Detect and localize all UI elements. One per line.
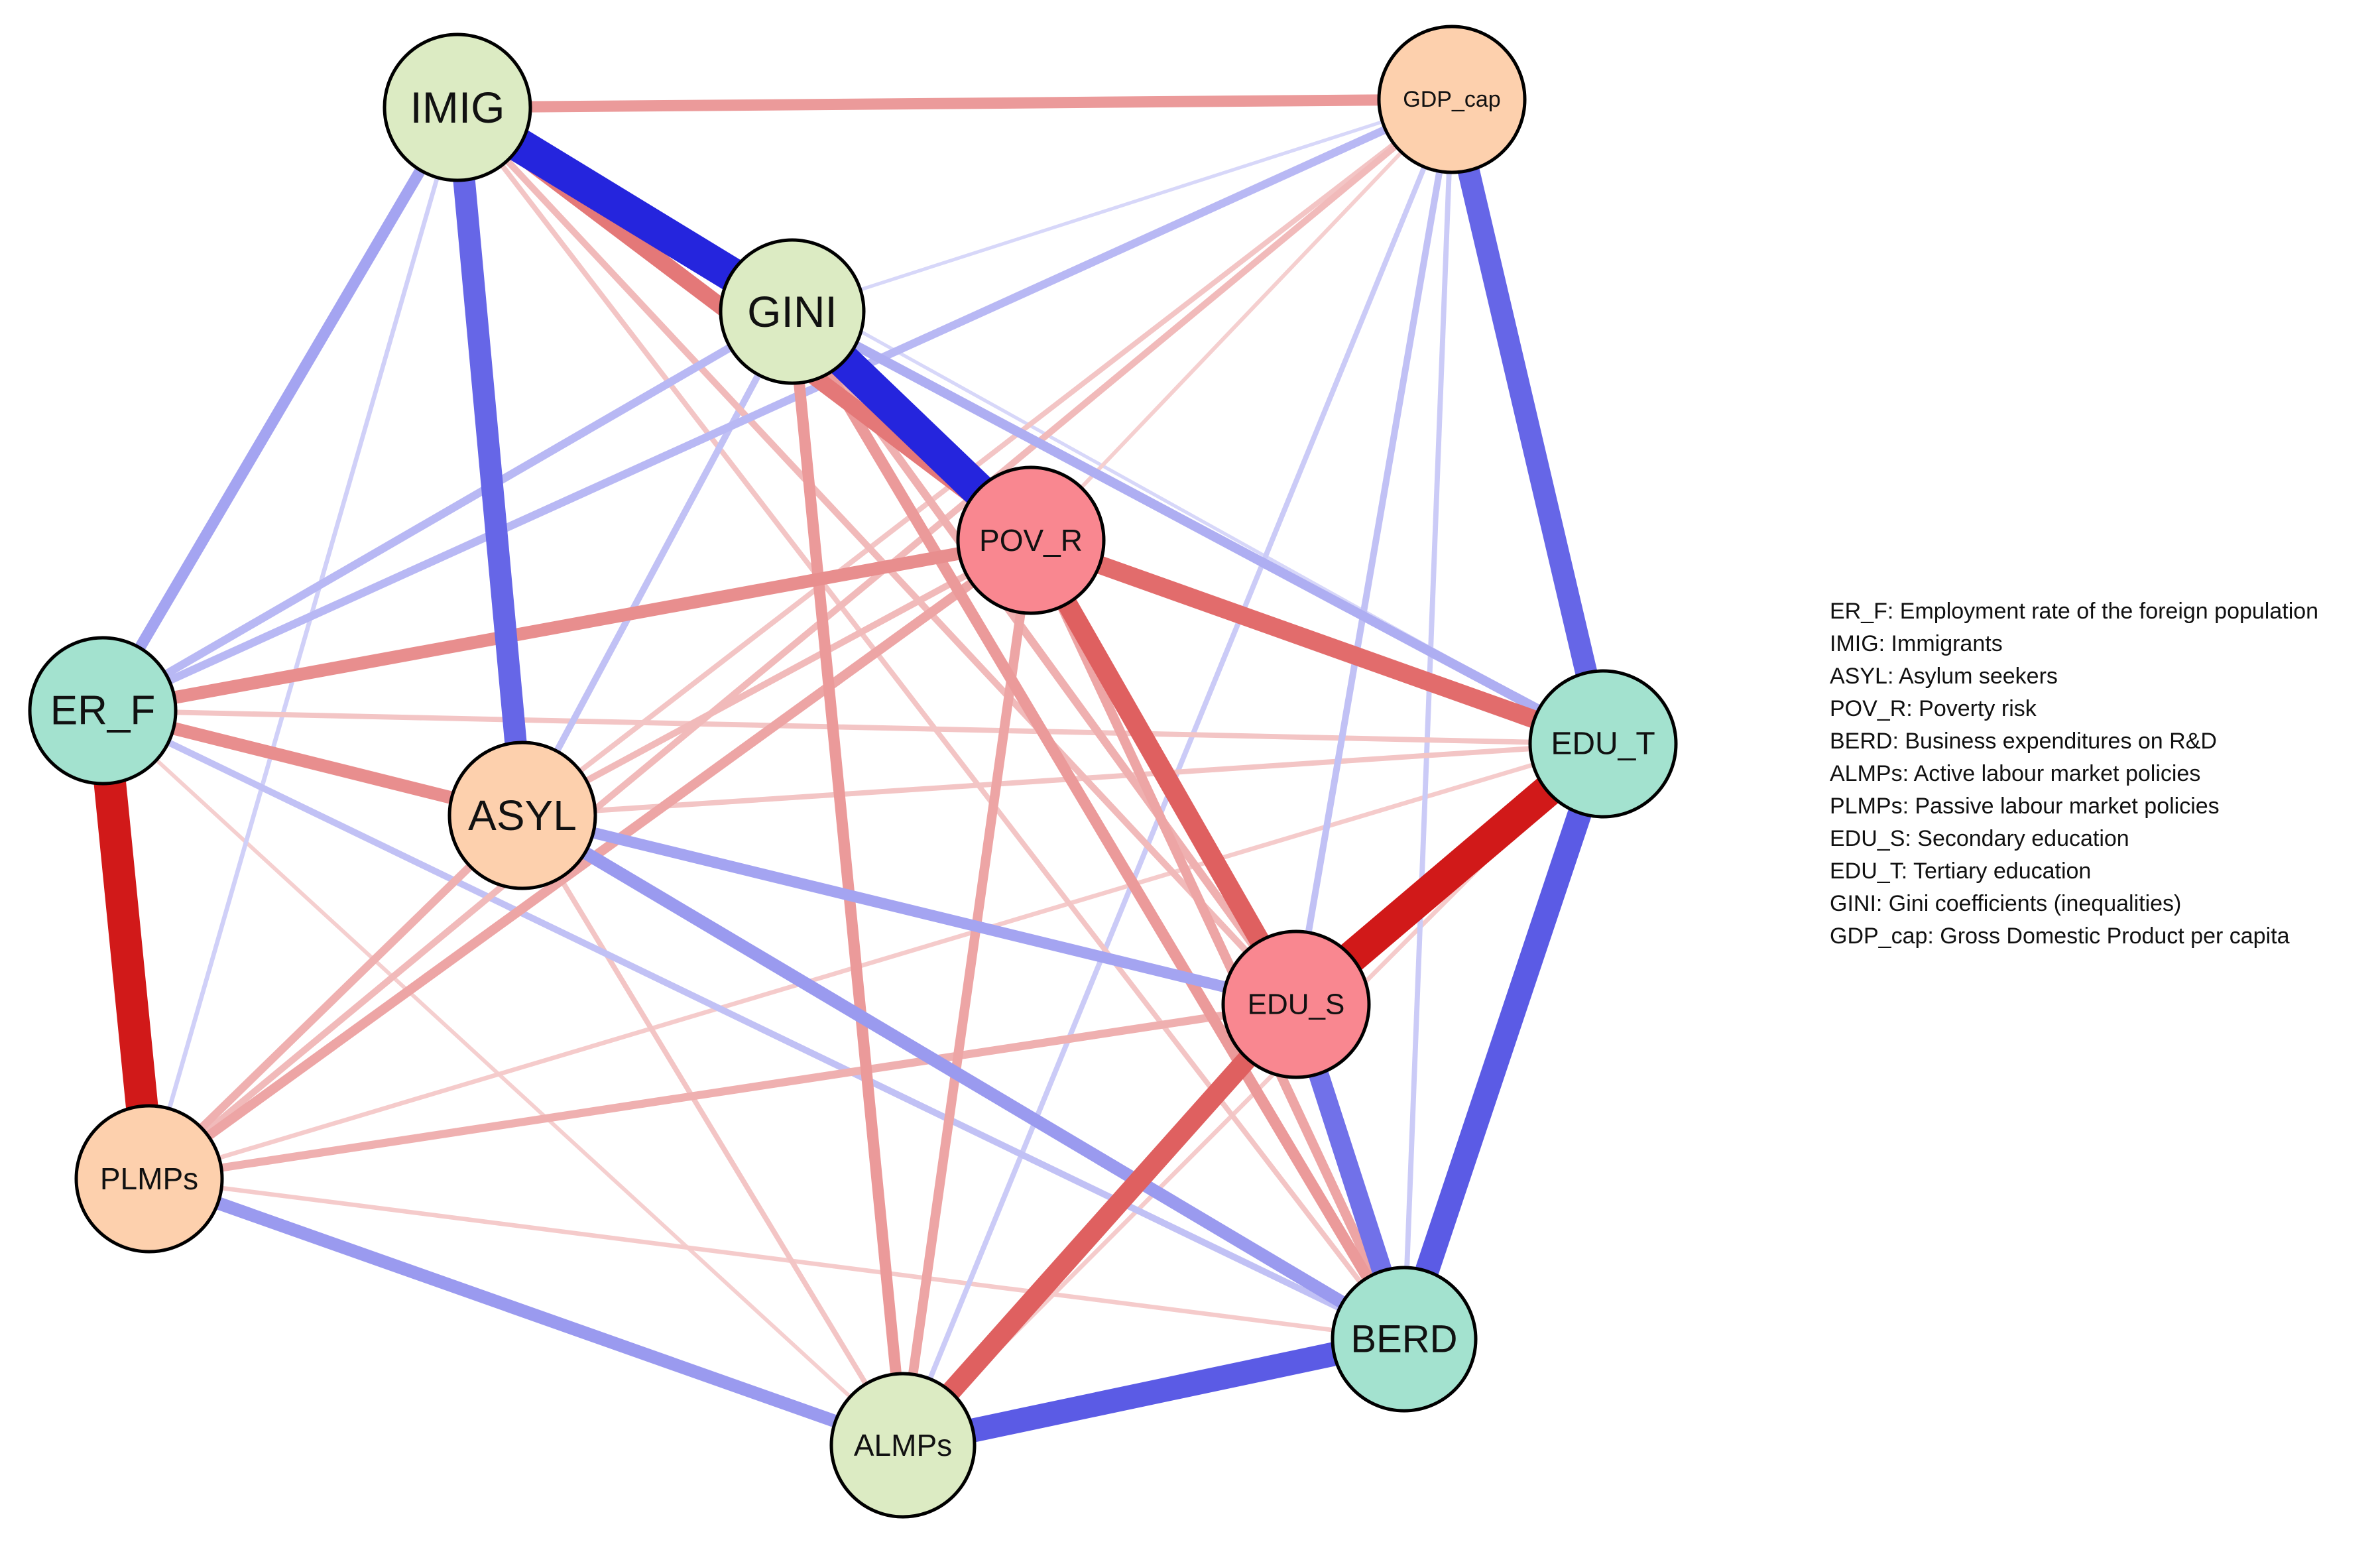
edge-gini-almps bbox=[786, 311, 909, 1446]
node-circle-imig bbox=[383, 32, 532, 182]
node-edu-s: EDU_S bbox=[1221, 929, 1371, 1079]
legend-item-plmps: PLMPs: Passive labour market policies bbox=[1830, 794, 2220, 819]
node-almps: ALMPs bbox=[829, 1372, 977, 1519]
node-er-f: ER_F bbox=[28, 636, 178, 786]
edge-imig-er-f bbox=[97, 104, 463, 714]
legend-item-edu-s: EDU_S: Secondary education bbox=[1830, 826, 2129, 851]
node-circle-edu-s bbox=[1221, 929, 1371, 1079]
node-label-imig: IMIG bbox=[410, 83, 505, 132]
edge-gdp-cap-gini bbox=[792, 97, 1453, 314]
edge-gini-berd bbox=[787, 308, 1409, 1342]
legend-item-pov-r: POV_R: Poverty risk bbox=[1830, 696, 2037, 721]
node-label-almps: ALMPs bbox=[854, 1428, 952, 1462]
edge-edu-t-berd bbox=[1392, 740, 1615, 1343]
edge-pov-r-berd bbox=[1026, 538, 1409, 1342]
legend-item-edu-t: EDU_T: Tertiary education bbox=[1830, 859, 2092, 884]
edge-asyl-edu-s bbox=[520, 809, 1298, 1010]
edge-er-f-berd bbox=[101, 707, 1406, 1342]
legend-item-asyl: ASYL: Asylum seekers bbox=[1830, 664, 2058, 689]
node-berd: BERD bbox=[1331, 1266, 1478, 1413]
node-circle-plmps bbox=[74, 1104, 224, 1254]
node-imig: IMIG bbox=[383, 32, 532, 182]
edge-plmps-edu-s bbox=[149, 1000, 1297, 1183]
node-label-gdp-cap: GDP_cap bbox=[1403, 87, 1500, 112]
edge-pov-r-asyl bbox=[520, 537, 1033, 819]
edge-asyl-berd bbox=[519, 809, 1407, 1345]
node-circle-berd bbox=[1331, 1266, 1478, 1413]
edge-gdp-cap-edu-t bbox=[1441, 97, 1614, 746]
edge-er-f-almps bbox=[101, 709, 904, 1447]
edge-plmps-edu-t bbox=[149, 741, 1604, 1181]
edge-asyl-almps bbox=[520, 813, 906, 1447]
legend-item-almps: ALMPs: Active labour market policies bbox=[1830, 761, 2201, 786]
edge-almps-berd bbox=[900, 1327, 1407, 1457]
edge-gdp-cap-berd bbox=[1401, 99, 1455, 1340]
legend-item-imig: IMIG: Immigrants bbox=[1830, 631, 2003, 656]
node-circle-pov-r bbox=[956, 465, 1106, 615]
node-pov-r: POV_R bbox=[956, 465, 1106, 615]
edge-gdp-cap-pov-r bbox=[1029, 97, 1454, 542]
legend-item-er-f: ER_F: Employment rate of the foreign pop… bbox=[1830, 599, 2319, 624]
edge-imig-berd bbox=[455, 105, 1407, 1341]
edge-asyl-plmps bbox=[146, 812, 526, 1182]
node-label-plmps: PLMPs bbox=[100, 1161, 198, 1196]
node-label-er-f: ER_F bbox=[50, 688, 155, 734]
node-label-edu-t: EDU_T bbox=[1551, 727, 1655, 762]
node-circle-edu-t bbox=[1528, 669, 1678, 819]
node-label-berd: BERD bbox=[1350, 1318, 1457, 1361]
node-plmps: PLMPs bbox=[74, 1104, 224, 1254]
edge-imig-gdp-cap bbox=[457, 93, 1453, 113]
edge-gini-edu-t bbox=[790, 307, 1606, 748]
edge-pov-r-almps bbox=[898, 539, 1036, 1447]
edge-plmps-berd bbox=[149, 1176, 1405, 1342]
edge-gdp-cap-er-f bbox=[101, 95, 1454, 715]
edge-pov-r-edu-t bbox=[1028, 531, 1606, 753]
edge-er-f-plmps bbox=[86, 709, 166, 1181]
edge-er-f-pov-r bbox=[101, 534, 1032, 717]
edge-plmps-gdp-cap bbox=[147, 97, 1455, 1181]
node-label-gini: GINI bbox=[747, 287, 837, 336]
legend-item-gini: GINI: Gini coefficients (inequalities) bbox=[1830, 891, 2182, 916]
edge-gini-er-f bbox=[100, 308, 795, 715]
edge-asyl-edu-t bbox=[522, 741, 1604, 818]
edge-gdp-cap-asyl bbox=[520, 97, 1454, 818]
node-label-asyl: ASYL bbox=[468, 792, 577, 839]
edge-pov-r-edu-s bbox=[1022, 535, 1305, 1010]
edge-plmps-almps bbox=[147, 1172, 906, 1452]
legend-item-gdp-cap: GDP_cap: Gross Domestic Product per capi… bbox=[1830, 923, 2290, 949]
node-gdp-cap: GDP_cap bbox=[1377, 25, 1527, 174]
edge-gini-asyl bbox=[519, 310, 796, 817]
edge-imig-plmps bbox=[147, 107, 460, 1179]
edge-edu-s-almps bbox=[895, 997, 1304, 1453]
edge-er-f-edu-t bbox=[102, 708, 1604, 746]
legend-item-berd: BERD: Business expenditures on R&D bbox=[1830, 729, 2217, 754]
node-circle-asyl bbox=[447, 741, 597, 890]
edge-imig-asyl bbox=[446, 106, 534, 817]
edge-imig-edu-s bbox=[455, 105, 1299, 1007]
node-circle-er-f bbox=[28, 636, 178, 786]
node-asyl: ASYL bbox=[447, 741, 597, 890]
node-edu-t: EDU_T bbox=[1528, 669, 1678, 819]
node-gini: GINI bbox=[719, 238, 866, 385]
edge-gdp-cap-edu-s bbox=[1293, 99, 1455, 1005]
legend: ER_F: Employment rate of the foreign pop… bbox=[1830, 595, 2360, 953]
node-circle-almps bbox=[829, 1372, 977, 1519]
node-circle-gdp-cap bbox=[1377, 25, 1527, 174]
node-circle-gini bbox=[719, 238, 866, 385]
node-label-pov-r: POV_R bbox=[979, 523, 1083, 558]
node-label-edu-s: EDU_S bbox=[1248, 988, 1345, 1021]
